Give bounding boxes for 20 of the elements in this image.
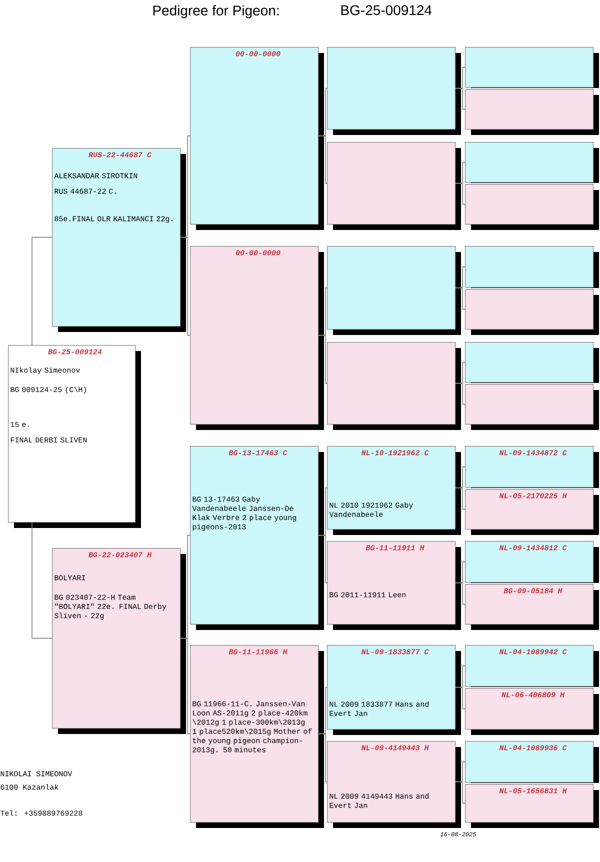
connector-line [455, 182, 466, 205]
pedigree-box [465, 246, 599, 288]
pedigree-box [327, 47, 461, 135]
connector-line [455, 382, 466, 405]
pigeon-ring-number: BG-25-009124 [341, 5, 432, 16]
pedigree-box [465, 47, 599, 88]
pedigree-box [327, 342, 461, 430]
pedigree-box [465, 342, 599, 383]
connector-line [455, 287, 466, 310]
pedigree-box [327, 246, 461, 335]
pedigree-box [465, 184, 599, 230]
connector-line [32, 522, 52, 639]
pedigree-box [465, 89, 599, 135]
pedigree-box [465, 289, 599, 335]
connector-line [455, 88, 466, 110]
pedigree-box [327, 142, 461, 230]
pedigree-box [465, 142, 599, 183]
title: Pedigree for Pigeon: [153, 5, 279, 18]
connector-line [32, 236, 52, 346]
pedigree-box [465, 384, 599, 430]
